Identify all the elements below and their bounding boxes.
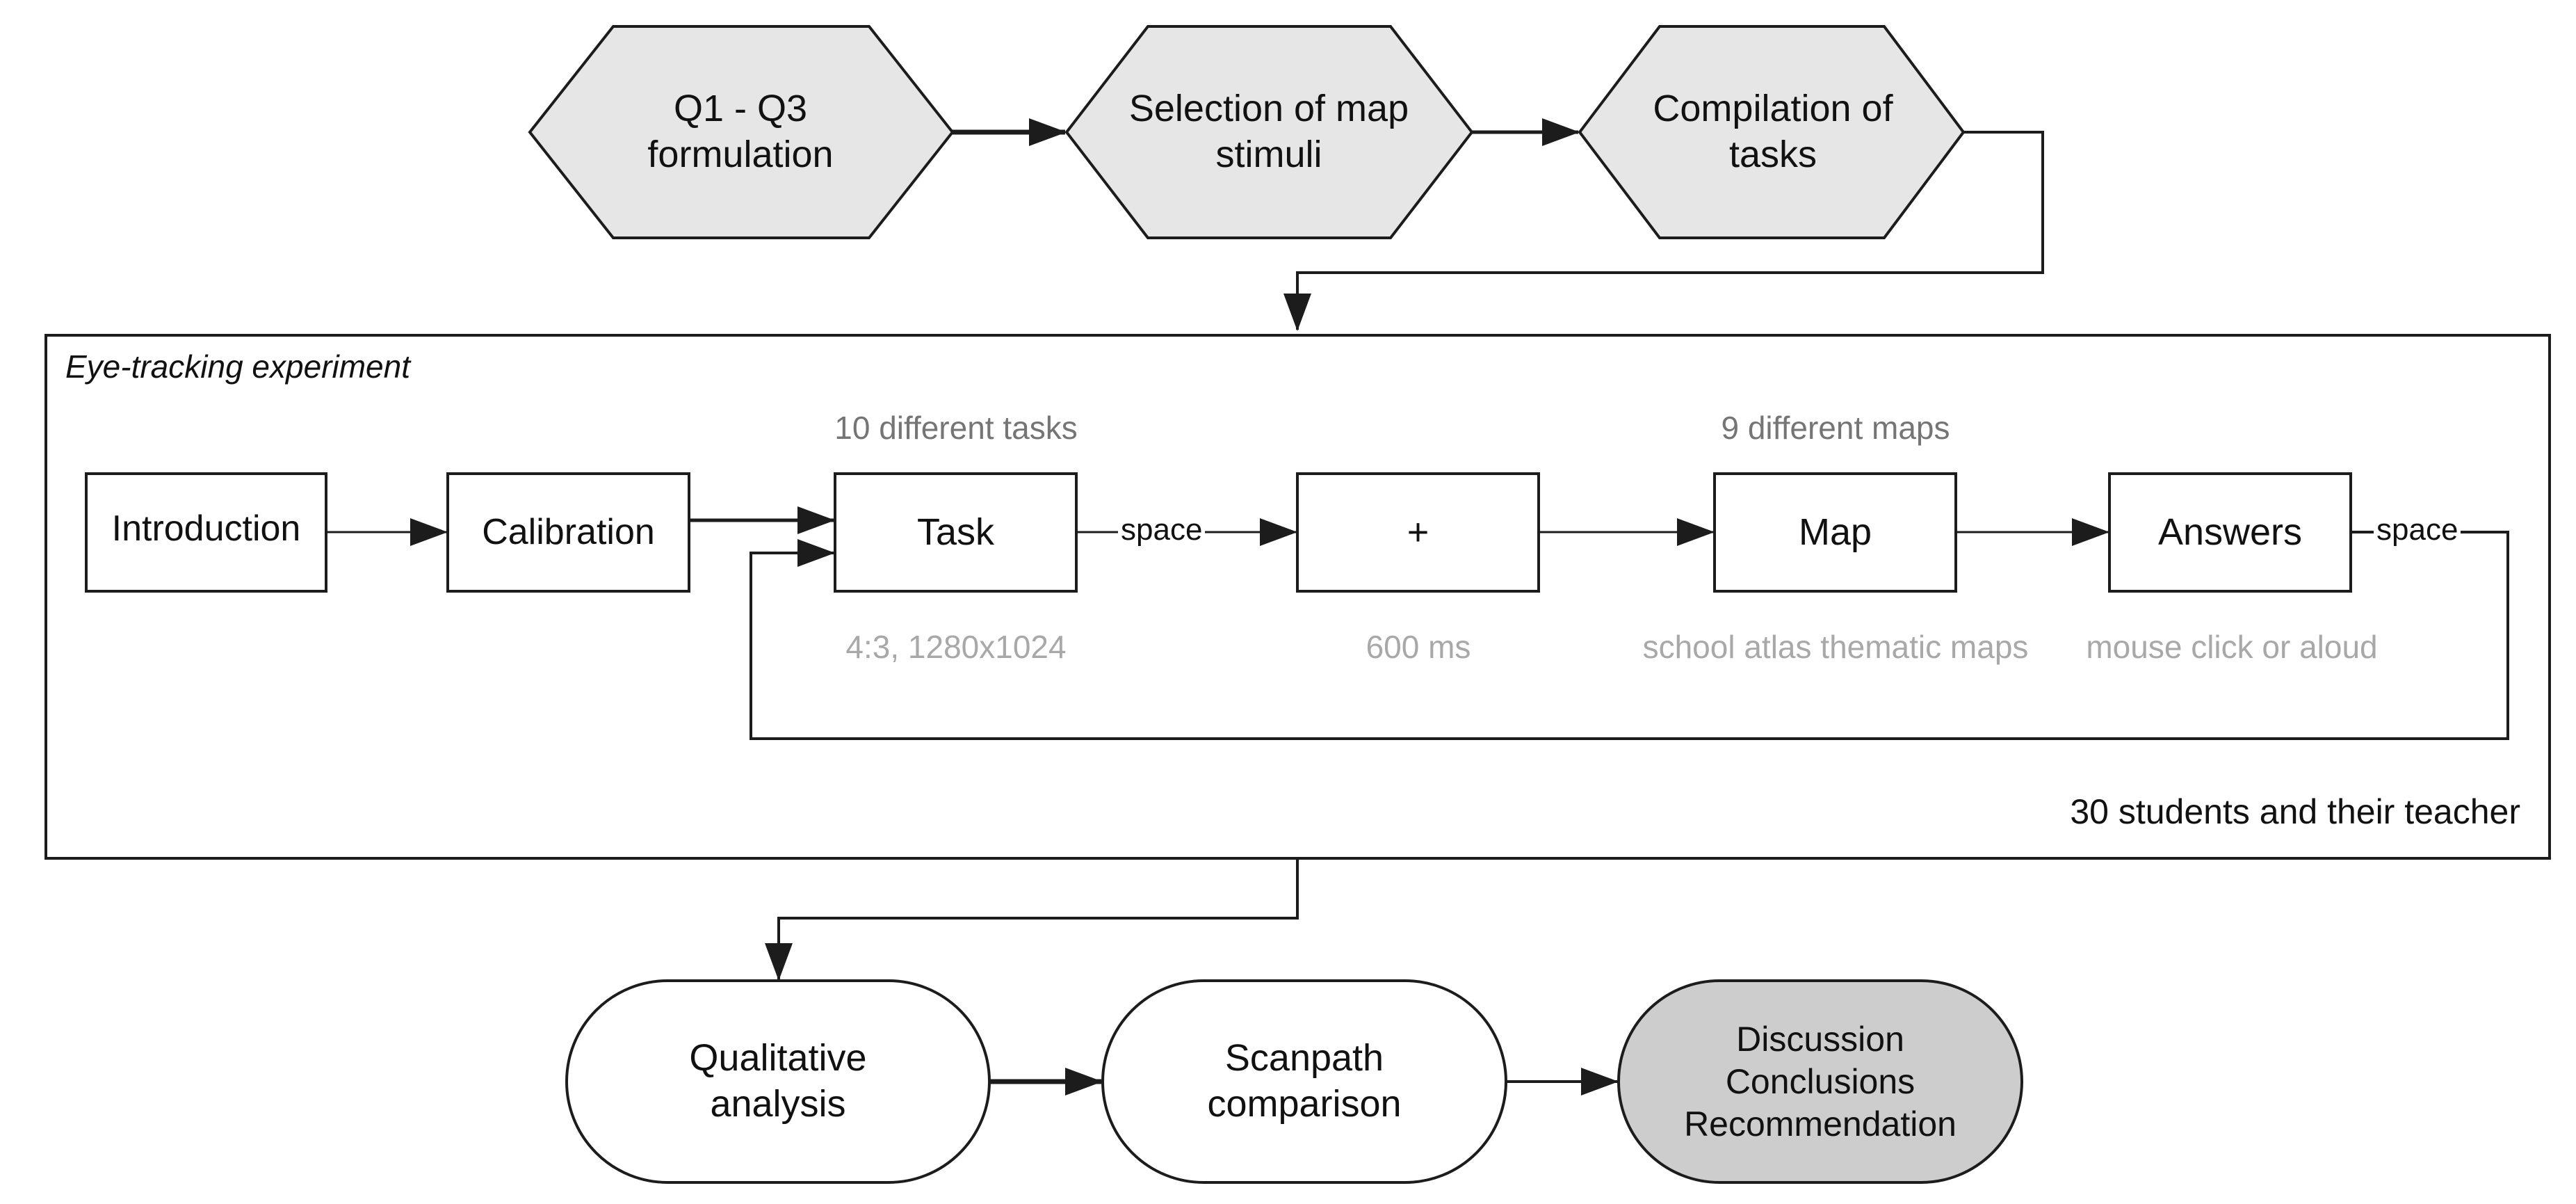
- participants-note: 30 students and their teacher: [2070, 792, 2520, 831]
- answers-box: [2108, 472, 2352, 593]
- discussion-terminal: [1617, 979, 2023, 1184]
- experiment-frame: [44, 334, 2551, 860]
- fixation-label: +: [1407, 511, 1429, 553]
- task-label: Task: [916, 511, 995, 553]
- introduction-box: [85, 472, 327, 593]
- map-label: Map: [1798, 511, 1872, 553]
- qualitative-analysis-label: Qualitative analysis: [689, 1037, 867, 1125]
- space-key-label-task: space: [1118, 515, 1206, 545]
- answers-label: Answers: [2157, 511, 2303, 553]
- loop-arrow-answers-to-task: [750, 531, 2509, 740]
- introduction-label: Introduction: [111, 508, 301, 549]
- task-resolution-caption: 4:3, 1280x1024: [845, 628, 1067, 665]
- answers-mode-caption: mouse click or aloud: [2086, 628, 2378, 665]
- map-source-caption: school atlas thematic maps: [1642, 628, 2029, 665]
- q-formulation-label: Q1 - Q3 formulation: [647, 88, 834, 175]
- discussion-label: Discussion Conclusions Recommendation: [1684, 1019, 1957, 1143]
- space-key-label-answers: space: [2374, 515, 2461, 545]
- calibration-label: Calibration: [482, 511, 655, 552]
- arrow-experiment-to-analysis: [765, 858, 1299, 981]
- arrow-compilation-to-experiment: [1283, 131, 2044, 331]
- calibration-box: [446, 472, 690, 593]
- fixation-duration-caption: 600 ms: [1366, 628, 1471, 665]
- maps-caption: 9 different maps: [1721, 409, 1950, 446]
- map-box: [1713, 472, 1957, 593]
- tasks-caption: 10 different tasks: [834, 409, 1078, 446]
- experiment-title: Eye-tracking experiment: [65, 348, 410, 385]
- scanpath-comparison-label: Scanpath comparison: [1207, 1037, 1402, 1125]
- map-selection-label: Selection of map stimuli: [1128, 88, 1409, 175]
- task-compilation-label: Compilation of tasks: [1653, 88, 1893, 175]
